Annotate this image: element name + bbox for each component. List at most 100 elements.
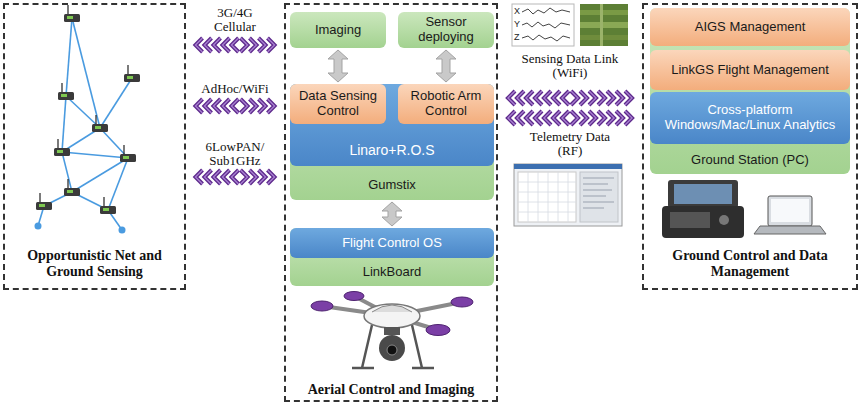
network-link [100, 78, 132, 128]
panel-heading: Aerial Control and Imaging [290, 382, 492, 398]
chevron-highlight [250, 170, 257, 184]
chevron [223, 170, 230, 184]
chevron [544, 91, 551, 105]
chevron-highlight [553, 91, 560, 105]
box-label: LinkGS Flight Management [671, 63, 829, 78]
double-arrow [328, 50, 348, 82]
chevron [259, 99, 266, 113]
chevron-highlight [544, 91, 551, 105]
sensor-device [92, 115, 108, 132]
chevron [259, 38, 266, 52]
chevron-highlight [625, 111, 632, 125]
chevron-highlight [598, 91, 605, 105]
chevron [205, 99, 212, 113]
network-dots [35, 223, 126, 234]
chevron [214, 38, 221, 52]
chevron [562, 111, 569, 125]
chevron-highlight [259, 38, 266, 52]
sensor-device [36, 193, 52, 210]
gimbal [384, 327, 400, 335]
chevron-highlight [250, 99, 257, 113]
chevron-highlight [616, 91, 623, 105]
chevron-highlight [205, 38, 212, 52]
field-strip [580, 22, 628, 28]
chart-trace [522, 35, 570, 41]
chevron-highlight [544, 111, 551, 125]
chevron-highlight [196, 38, 203, 52]
network-link [62, 152, 128, 158]
chevron-highlight [259, 170, 266, 184]
chevron [214, 99, 221, 113]
chart-trace [522, 8, 570, 14]
chevron-highlight [250, 38, 257, 52]
chevron-highlight [214, 99, 221, 113]
drone-motors [311, 292, 473, 336]
chevron [196, 170, 203, 184]
block-arrow [436, 50, 456, 82]
chevron-highlight [214, 38, 221, 52]
management-box: LinkGS Flight Management [650, 50, 850, 90]
chevron [232, 99, 239, 113]
chevron [562, 91, 569, 105]
box-label: Linaro+R.O.S [294, 142, 490, 158]
chevron-highlight [241, 99, 248, 113]
network-link [62, 152, 72, 192]
chevron-highlight [268, 38, 275, 52]
chevron-highlight [517, 111, 524, 125]
linkboard-box: LinkBoardFlight Control OS [290, 228, 494, 286]
chevron [196, 99, 203, 113]
sensor-device [124, 65, 140, 82]
laptop [754, 196, 826, 234]
laptop-lid [768, 196, 812, 226]
link-label: 3G/4G Cellular [205, 6, 265, 34]
chevron-highlight [526, 91, 533, 105]
network-link [72, 18, 100, 128]
double-arrow [382, 202, 402, 226]
block-arrow [328, 50, 348, 82]
gumstix-box: GumstixLinaro+R.O.SData Sensing ControlR… [290, 84, 494, 200]
chevron [535, 91, 542, 105]
network-panel: Opportunistic Net and Ground Sensing [3, 3, 186, 290]
sensor-device [120, 145, 136, 162]
chevron [580, 111, 587, 125]
chevron-highlight [535, 91, 542, 105]
chevron-highlight [508, 91, 515, 105]
chevron [517, 91, 524, 105]
os-layer: Linaro+R.O.SData Sensing ControlRobotic … [290, 84, 494, 166]
link-label: Telemetry Data (RF) [518, 130, 622, 158]
chevron [232, 170, 239, 184]
camera-ball [379, 335, 405, 361]
sensor-device [64, 179, 80, 196]
case-lid [668, 180, 738, 208]
chevron-highlight [205, 170, 212, 184]
rotor [426, 325, 450, 336]
chevron [223, 38, 230, 52]
sensor-box: Sensor deploying [398, 12, 494, 48]
network-link [66, 18, 72, 96]
box-label: Flight Control OS [342, 236, 442, 251]
chart-frame [512, 4, 574, 46]
chevron-highlight [196, 99, 203, 113]
chevron-highlight [535, 111, 542, 125]
chevron-highlight [214, 170, 221, 184]
chevron-highlight [232, 38, 239, 52]
case-panel [670, 212, 710, 228]
chevron [232, 38, 239, 52]
network-link [72, 158, 128, 192]
chevron-highlight [616, 111, 623, 125]
chevron-highlight [517, 91, 524, 105]
chevron-highlight [223, 99, 230, 113]
box-label: AIGS Management [695, 20, 806, 35]
chevron [589, 91, 596, 105]
drone-body [364, 304, 420, 328]
chevron-highlight [589, 91, 596, 105]
chevron-link [196, 170, 275, 184]
chevron [625, 91, 632, 105]
chevron-highlight [571, 91, 578, 105]
leaf-dot [119, 227, 126, 234]
management-box: AIGS Management [650, 8, 850, 46]
chevron-highlight [508, 111, 515, 125]
imaging-box: Imaging [290, 12, 386, 48]
chevron-highlight [580, 91, 587, 105]
